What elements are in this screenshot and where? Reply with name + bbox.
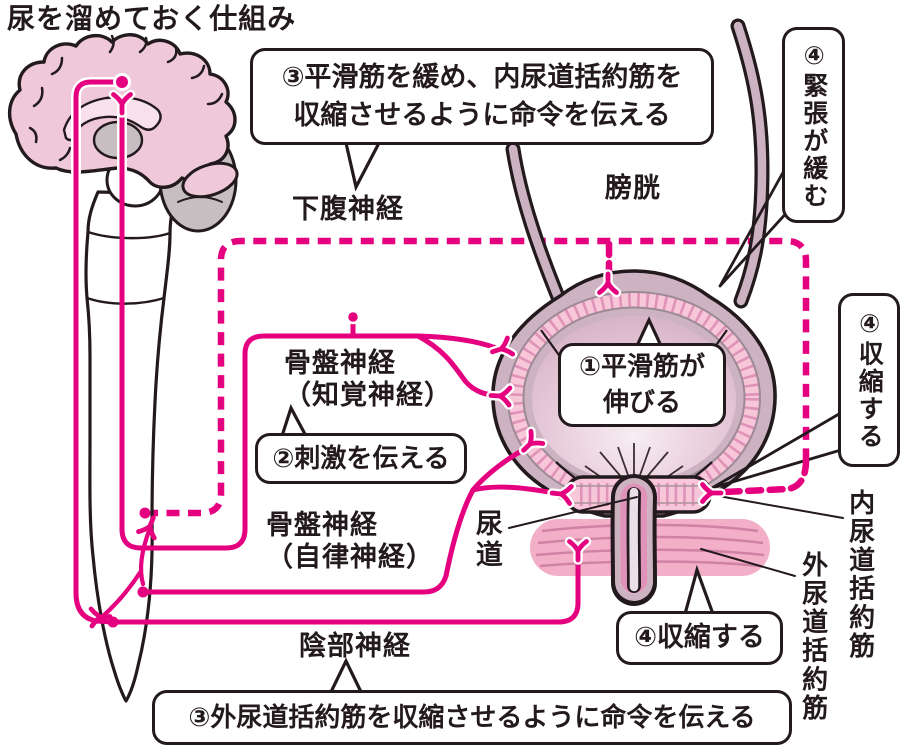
callout-step3-pudendal: ③外尿道括約筋を収縮させるように命令を伝える bbox=[152, 690, 792, 745]
occipital-lobe bbox=[181, 161, 239, 199]
gyri-lines bbox=[28, 34, 224, 162]
label-internal-urethral-sphincter: 内尿道括約筋 bbox=[845, 489, 876, 661]
synapse-dots bbox=[107, 73, 361, 628]
urethra-leader bbox=[508, 496, 638, 529]
page-title: 尿を溜めておく仕組み bbox=[7, 3, 297, 34]
callout-step1-line1: ①平滑筋が bbox=[578, 351, 705, 382]
label-external-urethral-sphincter: 外尿道括約筋 bbox=[798, 551, 829, 723]
tail-step1 bbox=[634, 316, 664, 350]
pelvic-sensory-nerve-path bbox=[119, 167, 421, 551]
brain-synapse-dot bbox=[113, 73, 131, 91]
nerve-pathways bbox=[71, 73, 810, 628]
callout-step2-stimulus: ②刺激を伝える bbox=[255, 433, 467, 484]
tail-step3-top bbox=[344, 141, 381, 192]
trigone-creases bbox=[584, 443, 684, 497]
tail-step4-bottom bbox=[683, 564, 715, 616]
label-pelvic-sensory-line1: 骨盤神経 bbox=[284, 348, 396, 378]
label-pelvic-sensory-line2: （知覚神経） bbox=[284, 379, 452, 410]
interneuron-curve-2 bbox=[100, 568, 144, 619]
label-hypogastric-nerve: 下腹神経 bbox=[292, 194, 404, 224]
ureters bbox=[505, 18, 770, 309]
callout-step1-smooth-muscle: ①平滑筋が 伸びる bbox=[558, 343, 726, 427]
pelvic-autonomic-nerve-path bbox=[140, 487, 476, 595]
leader-lines bbox=[508, 165, 844, 577]
callout-step4-external-contracts: ④収縮する bbox=[616, 611, 783, 665]
label-bladder: 膀胱 bbox=[605, 173, 661, 203]
internal-sphincter-leader bbox=[706, 493, 844, 519]
pudendal-nerve-path bbox=[110, 554, 581, 625]
label-pelvic-autonomic-line2: （自律神経） bbox=[266, 541, 434, 572]
interneuron-curve-1 bbox=[138, 525, 153, 587]
label-pelvic-nerve-sensory: 骨盤神経 （知覚神経） bbox=[284, 348, 452, 412]
callout-step1-line2: 伸びる bbox=[602, 387, 681, 417]
label-urethra: 尿道 bbox=[471, 509, 502, 572]
callout-tails bbox=[280, 141, 715, 696]
ganglion-dot bbox=[345, 309, 361, 325]
hypogastric-nerve-dashed-path bbox=[145, 237, 810, 517]
brain-segments-cased bbox=[71, 77, 127, 177]
callout-step4-internal-contracts: ④収縮する bbox=[838, 293, 900, 467]
callout-step3-line2: 収縮させるように命令を伝える bbox=[293, 99, 671, 130]
label-pelvic-nerve-autonomic: 骨盤神経 （自律神経） bbox=[266, 510, 434, 574]
brain-illustration bbox=[8, 33, 239, 233]
label-pelvic-autonomic-line1: 骨盤神経 bbox=[266, 510, 378, 540]
callout-step4-tension-relaxes: ④緊張が緩む bbox=[782, 27, 845, 223]
tail-step3-bottom bbox=[328, 657, 364, 696]
external-sphincter-leader bbox=[700, 548, 796, 577]
label-pudendal-nerve: 陰部神経 bbox=[299, 631, 411, 661]
relax-callout-spike bbox=[718, 165, 792, 288]
hypogastric-dashed-end bbox=[719, 456, 810, 496]
callout-step3-line1: ③平滑筋を緩め、内尿道括約筋を bbox=[281, 62, 683, 93]
callout-step3-hypogastric: ③平滑筋を緩め、内尿道括約筋を 収縮させるように命令を伝える bbox=[250, 48, 714, 145]
spinal-cord bbox=[84, 190, 181, 703]
tail-step2 bbox=[280, 403, 308, 438]
internal-contract-callout-spike bbox=[710, 412, 843, 490]
